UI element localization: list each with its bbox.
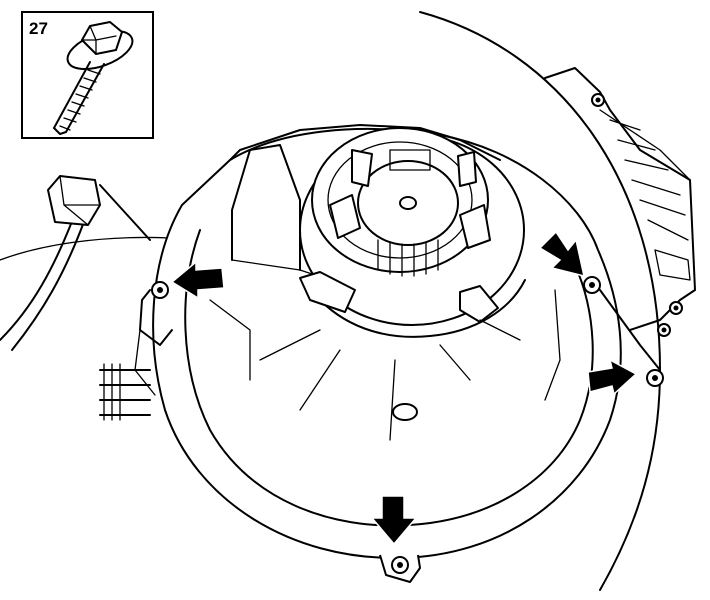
direction-arrow-icon [538,230,585,278]
electrical-connector [47,175,101,226]
self-tapping-screw-icon [53,21,134,135]
direction-arrow-icon [370,495,418,546]
screw-head-icon [583,276,601,294]
screw-head-icon [391,556,409,574]
blower-motor-housing [134,124,622,583]
direction-arrow-icon [587,358,638,396]
screw-head-icon [646,369,664,387]
wiring-harness [0,175,171,421]
housing-background [419,11,696,591]
direction-arrow-icon [170,260,225,300]
screw-head-icon [151,281,169,299]
screw-callout-inset: 27 [21,11,154,139]
callout-number: 27 [29,19,48,38]
